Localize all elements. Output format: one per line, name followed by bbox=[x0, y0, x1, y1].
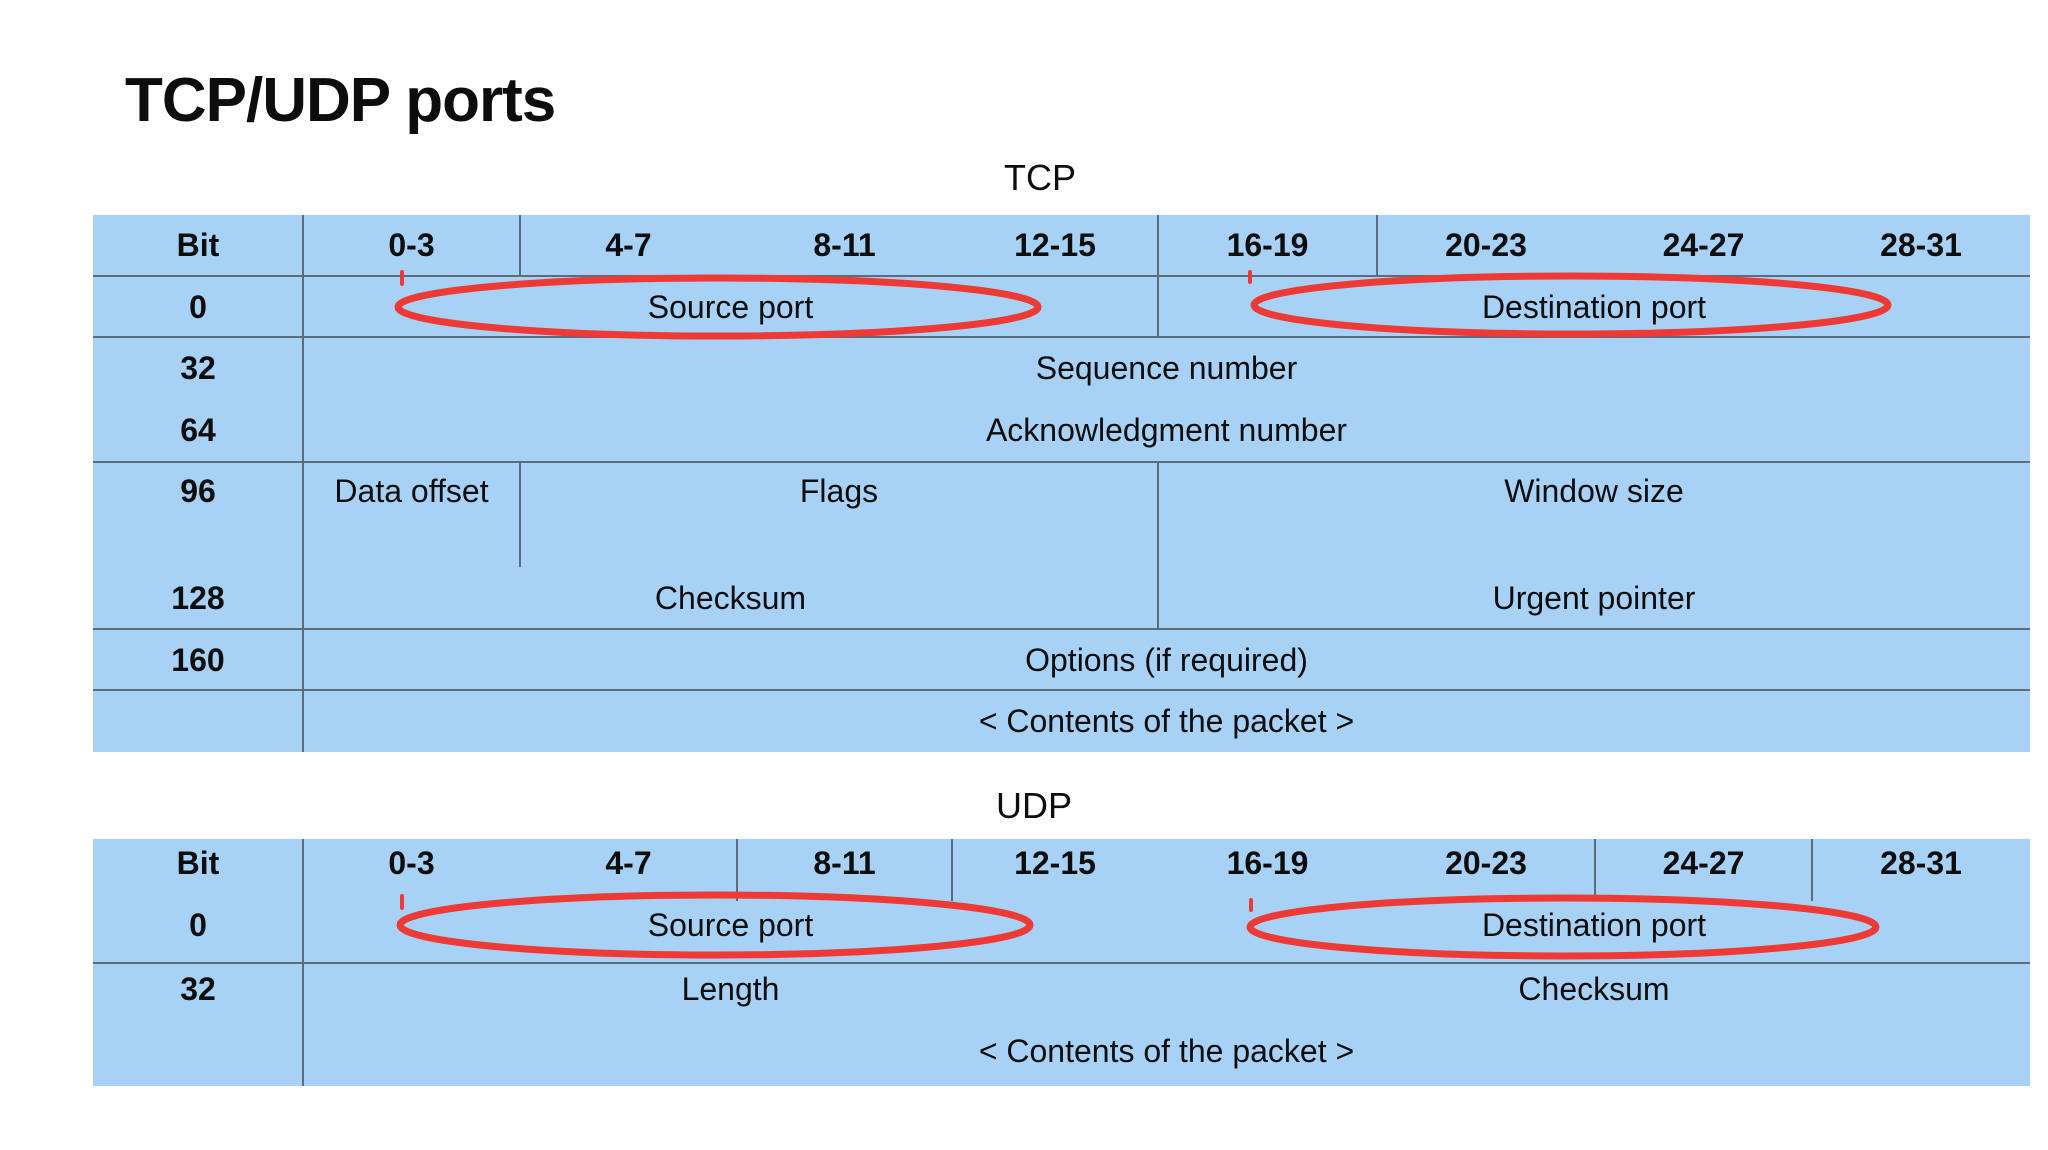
grid-line-vertical bbox=[1157, 215, 1159, 337]
grid-line-horizontal bbox=[93, 461, 2030, 463]
grid-line-horizontal bbox=[93, 962, 2030, 964]
grid-line-horizontal bbox=[93, 628, 2030, 630]
udp-header-cell-24-27: 24-27 bbox=[1662, 845, 1745, 881]
udp-header-cell-12-15: 12-15 bbox=[1014, 845, 1096, 881]
tcp-field-cell-checksum: Checksum bbox=[654, 580, 807, 616]
tcp-bit-label-96: 96 bbox=[180, 473, 216, 509]
tcp-field-cell-sequence-number: Sequence number bbox=[1035, 350, 1298, 386]
tcp-field-cell-destination-port: Destination port bbox=[1481, 289, 1707, 325]
tcp-field-cell-data-offset: Data offset bbox=[334, 473, 489, 509]
udp-header-cell-28-31: 28-31 bbox=[1880, 845, 1962, 881]
tcp-header-cell-12-15: 12-15 bbox=[1014, 227, 1096, 263]
tcp-field-cell-source-port: Source port bbox=[647, 289, 814, 325]
grid-line-horizontal bbox=[93, 275, 2030, 277]
tcp-header-cell-bit: Bit bbox=[176, 227, 220, 263]
grid-line-vertical bbox=[1376, 215, 1378, 276]
udp-field-cell-source-port: Source port bbox=[647, 907, 814, 943]
grid-line-horizontal bbox=[93, 689, 2030, 691]
udp-field-cell-checksum: Checksum bbox=[1518, 971, 1670, 1007]
udp-header-cell-16-19: 16-19 bbox=[1226, 845, 1309, 881]
grid-line-vertical bbox=[1594, 839, 1596, 901]
tcp-header-cell-4-7: 4-7 bbox=[605, 227, 652, 263]
tcp-header-cell-0-3: 0-3 bbox=[388, 227, 435, 263]
udp-field-cell-contents-of-the-packet: < Contents of the packet > bbox=[978, 1033, 1355, 1069]
tcp-field-cell-options-if-required: Options (if required) bbox=[1025, 642, 1308, 678]
udp-field-cell-destination-port: Destination port bbox=[1481, 907, 1707, 943]
grid-line-vertical bbox=[302, 839, 304, 1086]
udp-bit-label-0: 0 bbox=[189, 907, 207, 943]
tcp-header-cell-8-11: 8-11 bbox=[813, 227, 876, 263]
tcp-field-cell-acknowledgment-number: Acknowledgment number bbox=[985, 412, 1348, 448]
tcp-field-cell-window-size: Window size bbox=[1504, 473, 1684, 509]
udp-header-cell-0-3: 0-3 bbox=[388, 845, 435, 881]
udp-header-cell-8-11: 8-11 bbox=[813, 845, 876, 881]
tcp-field-cell-contents-of-the-packet: < Contents of the packet > bbox=[978, 703, 1355, 739]
tcp-bit-label-64: 64 bbox=[180, 412, 216, 448]
tcp-table-caption: TCP bbox=[1004, 157, 1076, 198]
tcp-bit-label-160: 160 bbox=[171, 642, 225, 678]
udp-header-cell-20-23: 20-23 bbox=[1445, 845, 1527, 881]
grid-line-horizontal bbox=[93, 336, 2030, 338]
grid-line-vertical bbox=[951, 839, 953, 901]
tcp-field-cell-urgent-pointer: Urgent pointer bbox=[1492, 580, 1696, 616]
tcp-header-cell-16-19: 16-19 bbox=[1226, 227, 1309, 263]
grid-line-vertical bbox=[302, 215, 304, 752]
tcp-header-cell-28-31: 28-31 bbox=[1880, 227, 1962, 263]
udp-header-cell-bit: Bit bbox=[176, 845, 220, 881]
udp-header-cell-4-7: 4-7 bbox=[605, 845, 652, 881]
tcp-field-cell-flags: Flags bbox=[799, 473, 879, 509]
udp-table-caption: UDP bbox=[995, 785, 1073, 826]
udp-bit-label-32: 32 bbox=[180, 971, 216, 1007]
tcp-header-cell-20-23: 20-23 bbox=[1445, 227, 1527, 263]
tcp-bit-label-0: 0 bbox=[189, 289, 207, 325]
page-title: TCP/UDP ports bbox=[125, 66, 556, 135]
tcp-header-cell-24-27: 24-27 bbox=[1662, 227, 1745, 263]
grid-line-vertical bbox=[519, 215, 521, 276]
grid-line-vertical bbox=[1811, 839, 1813, 901]
udp-field-cell-length: Length bbox=[681, 971, 780, 1007]
grid-line-vertical bbox=[519, 462, 521, 567]
grid-line-vertical bbox=[736, 839, 738, 901]
tcp-bit-label-128: 128 bbox=[171, 580, 225, 616]
grid-line-vertical bbox=[1157, 462, 1159, 629]
tcp-bit-label-32: 32 bbox=[180, 350, 216, 386]
